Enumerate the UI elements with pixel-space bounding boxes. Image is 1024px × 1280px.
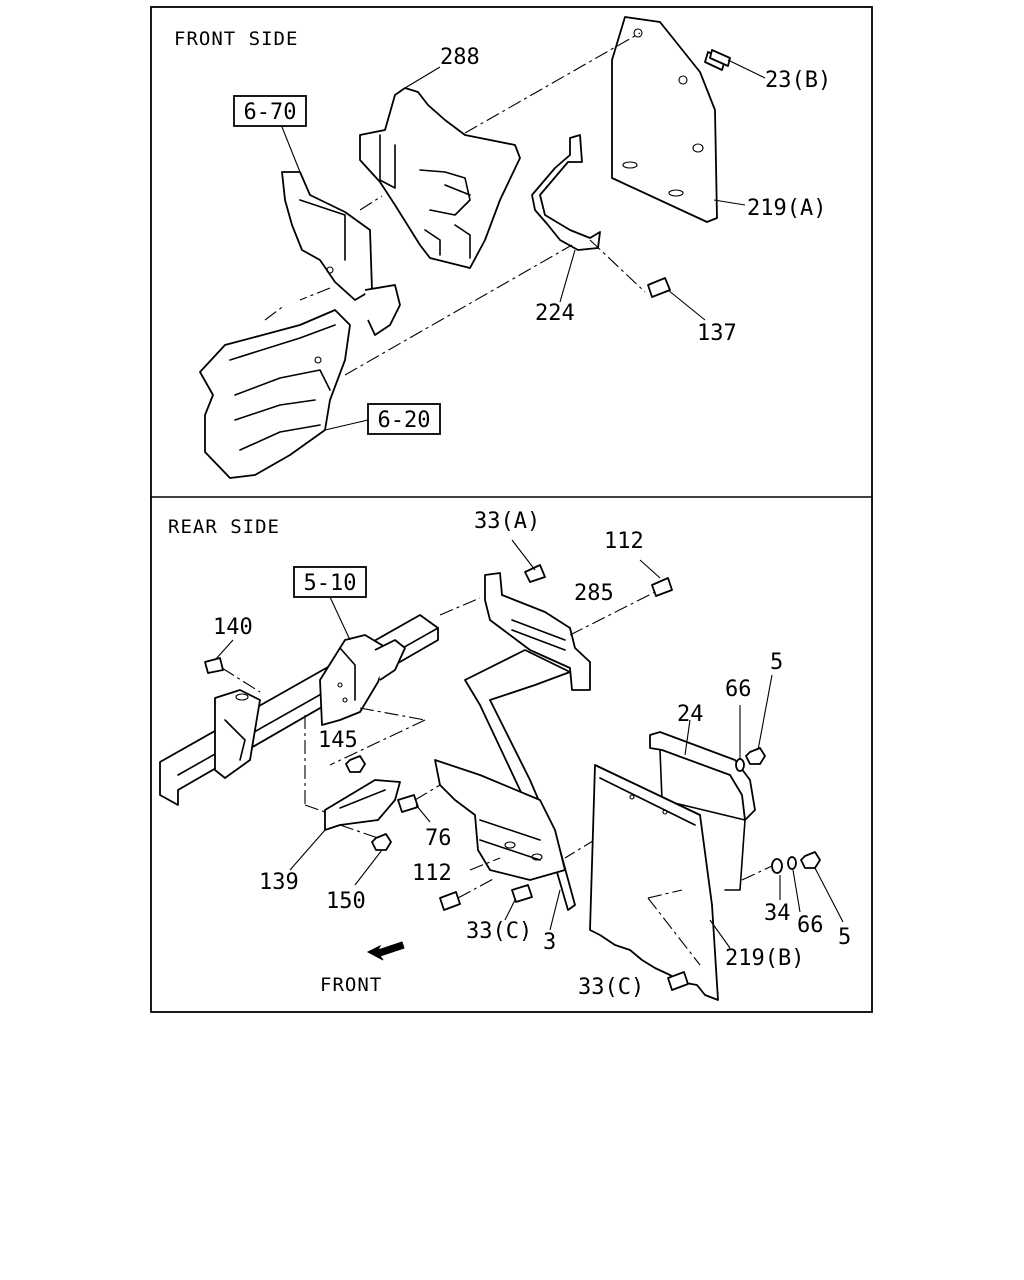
callout-219b: 219(B) <box>725 946 804 971</box>
callout-224: 224 <box>535 301 575 326</box>
bracket-139 <box>324 779 401 831</box>
bolt-23b <box>704 49 731 71</box>
callout-34: 34 <box>764 901 791 926</box>
bracket-288 <box>359 87 521 269</box>
bolt-33c-1 <box>511 884 533 903</box>
callout-3: 3 <box>543 930 556 955</box>
callout-33c-1: 33(C) <box>466 919 532 944</box>
bolt-33c-2 <box>667 971 689 991</box>
nut-145 <box>345 755 366 773</box>
bolt-112-lower <box>439 891 461 911</box>
callout-137: 137 <box>697 321 737 346</box>
bracket-285 <box>484 572 591 691</box>
mud-flap-219b <box>589 764 719 1001</box>
callout-5-bottom: 5 <box>838 925 851 950</box>
callout-285: 285 <box>574 581 614 606</box>
callout-145: 145 <box>318 728 358 753</box>
callout-33a: 33(A) <box>474 509 540 534</box>
callout-66-bottom: 66 <box>797 913 824 938</box>
bracket-510 <box>319 634 406 726</box>
callout-33c-2: 33(C) <box>578 975 644 1000</box>
callout-76: 76 <box>425 826 452 851</box>
callout-24: 24 <box>677 702 704 727</box>
bolt-33a <box>524 564 546 583</box>
frame-bracket-670 <box>281 171 401 336</box>
washer-66-bottom <box>787 856 797 870</box>
arrow-down-left-icon <box>366 941 405 961</box>
ref-620-label: 6-20 <box>378 408 431 433</box>
stay-224 <box>531 134 601 251</box>
front-side-title: FRONT SIDE <box>174 28 298 50</box>
hanger-bracket <box>214 689 261 779</box>
washer-34 <box>771 858 783 874</box>
bolt-137 <box>647 277 671 298</box>
callout-5-top: 5 <box>770 650 783 675</box>
callout-112-lower: 112 <box>412 861 452 886</box>
callout-140: 140 <box>213 615 253 640</box>
callout-23b: 23(B) <box>765 68 831 93</box>
callout-112-top: 112 <box>604 529 644 554</box>
ref-670-label: 6-70 <box>244 100 297 125</box>
bracket-3 <box>434 759 566 881</box>
callout-219a: 219(A) <box>747 196 826 221</box>
callout-139: 139 <box>259 870 299 895</box>
callout-66-top: 66 <box>725 677 752 702</box>
callout-150: 150 <box>326 889 366 914</box>
ref-box-510 <box>293 566 367 598</box>
ref-box-670 <box>233 95 307 127</box>
front-arrow-label: FRONT <box>320 974 382 996</box>
nut-5-top <box>745 747 766 765</box>
mud-guard-219a <box>611 16 718 223</box>
washer-66-top <box>735 758 745 772</box>
callout-288: 288 <box>440 45 480 70</box>
ref-510-label: 5-10 <box>304 571 357 596</box>
rear-side-title: REAR SIDE <box>168 516 280 538</box>
ref-box-620 <box>367 403 441 435</box>
